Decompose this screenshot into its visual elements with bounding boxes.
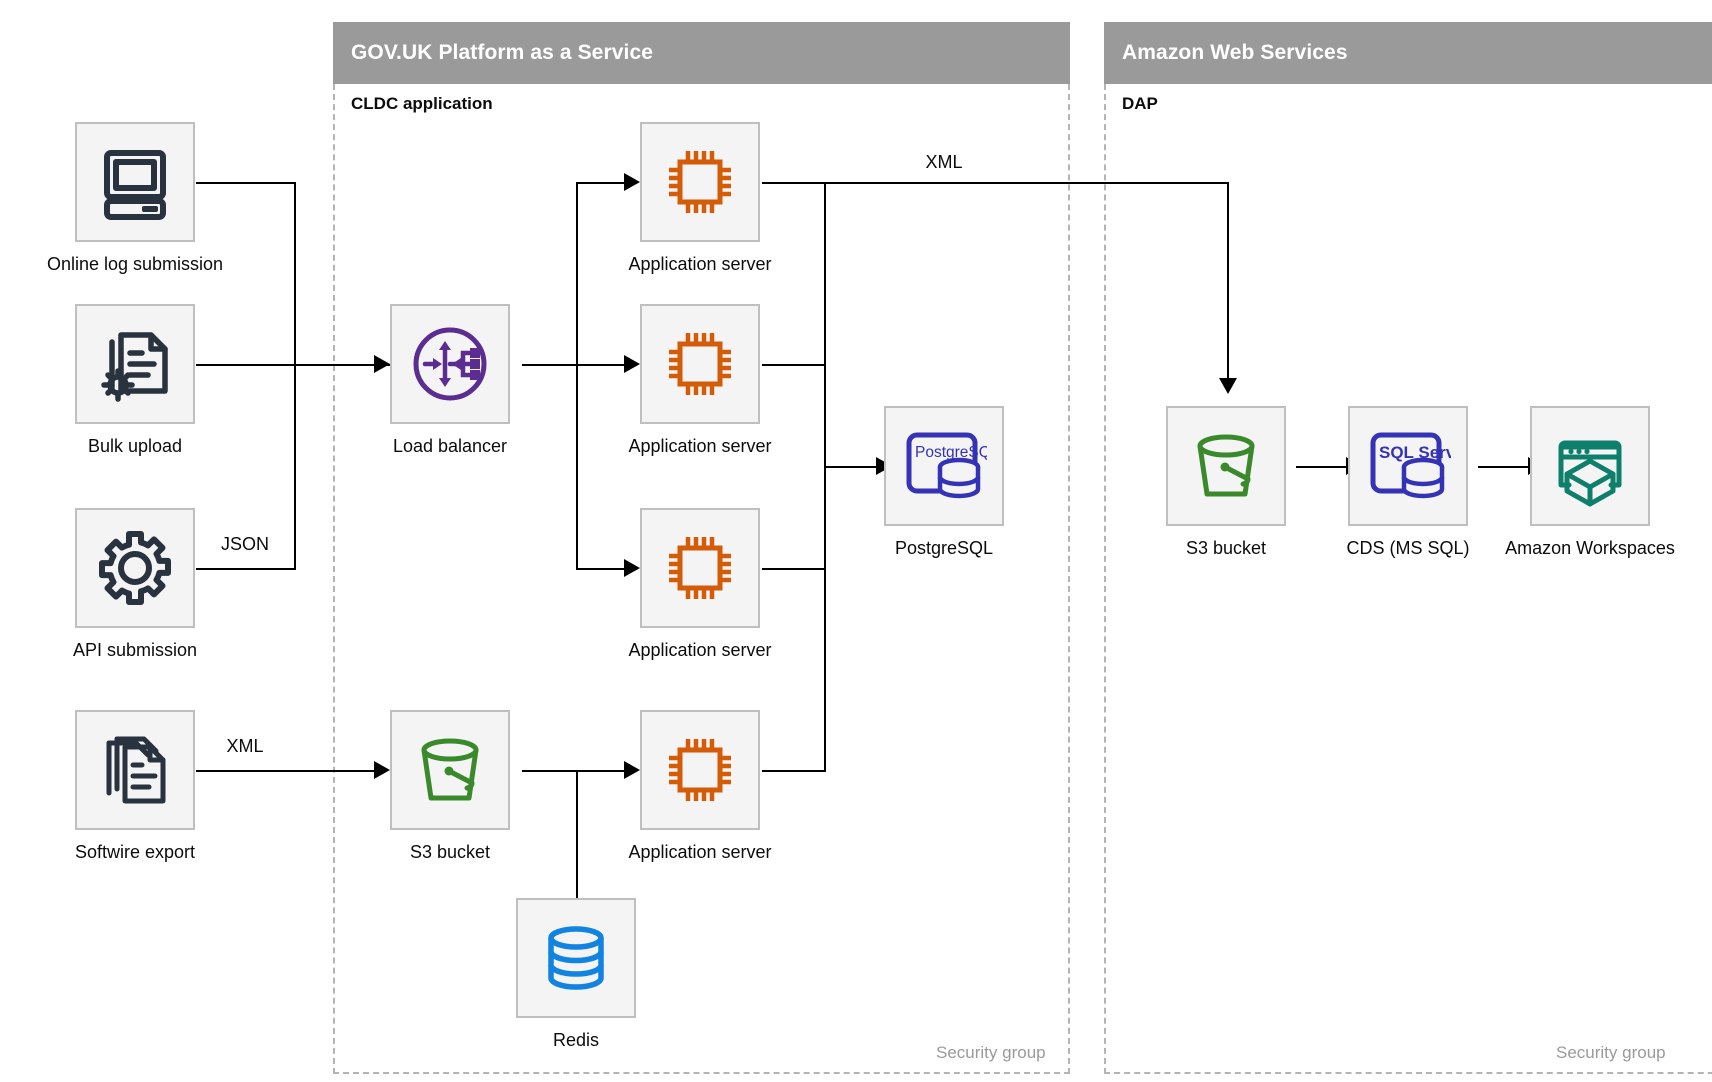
- arrow-into-app-server-2: [624, 355, 640, 373]
- security-group-label-aws: Security group: [1556, 1043, 1666, 1062]
- edge-lb-to-app1: [576, 182, 632, 184]
- group-header-aws: Amazon Web Services: [1104, 22, 1712, 84]
- arrow-into-aws-s3: [1219, 378, 1237, 394]
- edge-app3-out: [762, 568, 826, 570]
- node-label-amazon-workspaces: Amazon Workspaces: [1505, 538, 1675, 558]
- node-label-online-log-submission: Online log submission: [46, 254, 224, 274]
- node-label-postgresql: PostgreSQL: [894, 538, 994, 558]
- desktop-computer-icon: [96, 143, 174, 221]
- edge-db-collector-v: [824, 182, 826, 772]
- node-bulk-upload[interactable]: [75, 304, 195, 424]
- cpu-chip-icon: [661, 325, 739, 403]
- edge-collector-to-postgres: [824, 466, 884, 468]
- node-label-app-server-4: Application server: [628, 842, 772, 862]
- edge-label-softwire-xml: XML: [222, 736, 268, 757]
- security-group-label-paas: Security group: [936, 1043, 1046, 1062]
- edge-lb-bus-v: [576, 182, 578, 570]
- node-app-server-3[interactable]: [640, 508, 760, 628]
- group-title-paas: GOV.UK Platform as a Service: [351, 41, 653, 64]
- node-online-log-submission[interactable]: [75, 122, 195, 242]
- group-sublabel-paas: CLDC application: [351, 94, 493, 113]
- node-label-app-server-3: Application server: [628, 640, 772, 660]
- arrow-into-load-balancer: [374, 355, 390, 373]
- node-redis[interactable]: [516, 898, 636, 1018]
- edge-cds-to-workspaces: [1478, 466, 1536, 468]
- edge-softwire-h: [196, 770, 386, 772]
- redis-database-icon: [538, 920, 614, 996]
- cpu-chip-icon: [661, 143, 739, 221]
- edge-app4-out: [762, 770, 826, 772]
- node-label-redis: Redis: [552, 1030, 600, 1050]
- node-amazon-workspaces[interactable]: [1530, 406, 1650, 526]
- document-gear-icon: [96, 325, 174, 403]
- group-boundary-paas: [333, 84, 1070, 1074]
- arrow-into-app-server-4: [624, 761, 640, 779]
- load-balancer-icon: [407, 321, 493, 407]
- s3-bucket-icon: [1186, 426, 1266, 506]
- node-load-balancer[interactable]: [390, 304, 510, 424]
- node-label-api-submission: API submission: [72, 640, 198, 660]
- edge-redis-v: [576, 770, 578, 900]
- edge-lb-out-h: [522, 364, 578, 366]
- edge-lb-to-app3: [576, 568, 632, 570]
- group-header-paas: GOV.UK Platform as a Service: [333, 22, 1070, 84]
- svg-text:PostgreSQL: PostgreSQL: [915, 444, 987, 461]
- arrow-into-app-server-1: [624, 173, 640, 191]
- node-label-aws-s3-bucket: S3 bucket: [1185, 538, 1267, 558]
- edge-app2-out: [762, 364, 826, 366]
- node-label-bulk-upload: Bulk upload: [87, 436, 183, 456]
- cpu-chip-icon: [661, 529, 739, 607]
- node-aws-s3-bucket[interactable]: [1166, 406, 1286, 526]
- node-app-server-4[interactable]: [640, 710, 760, 830]
- sql-server-icon: SQL Server: [1365, 425, 1451, 507]
- edge-bulk-upload-h: [196, 364, 390, 366]
- gear-icon: [95, 528, 175, 608]
- group-boundary-aws: [1104, 84, 1712, 1074]
- node-paas-s3-bucket[interactable]: [390, 710, 510, 830]
- group-sublabel-aws: DAP: [1122, 94, 1158, 113]
- edge-api-v: [294, 364, 296, 570]
- svg-text:SQL Server: SQL Server: [1379, 443, 1451, 462]
- node-softwire-export[interactable]: [75, 710, 195, 830]
- node-api-submission[interactable]: [75, 508, 195, 628]
- edge-label-xml: XML: [921, 152, 967, 173]
- edge-api-h: [196, 568, 296, 570]
- node-label-load-balancer: Load balancer: [392, 436, 508, 456]
- edge-xml-h: [762, 182, 1229, 184]
- node-app-server-1[interactable]: [640, 122, 760, 242]
- arrow-into-paas-s3: [374, 761, 390, 779]
- node-label-paas-s3-bucket: S3 bucket: [409, 842, 491, 862]
- edge-label-json: JSON: [216, 534, 274, 555]
- node-postgresql[interactable]: PostgreSQL: [884, 406, 1004, 526]
- node-label-app-server-1: Application server: [628, 254, 772, 274]
- documents-stack-icon: [96, 731, 174, 809]
- node-label-app-server-2: Application server: [628, 436, 772, 456]
- node-cds-ms-sql[interactable]: SQL Server: [1348, 406, 1468, 526]
- edge-online-log-h: [196, 182, 296, 184]
- postgresql-icon: PostgreSQL: [901, 425, 987, 507]
- edge-xml-v: [1227, 182, 1229, 382]
- node-app-server-2[interactable]: [640, 304, 760, 424]
- group-title-aws: Amazon Web Services: [1122, 41, 1348, 64]
- edge-aws-s3-to-cds: [1296, 466, 1354, 468]
- edge-lb-to-app2: [576, 364, 632, 366]
- cpu-chip-icon: [661, 731, 739, 809]
- node-label-softwire-export: Softwire export: [74, 842, 196, 862]
- amazon-workspaces-icon: [1549, 425, 1631, 507]
- node-label-cds-ms-sql: CDS (MS SQL): [1346, 538, 1470, 558]
- s3-bucket-icon: [410, 730, 490, 810]
- arrow-into-app-server-3: [624, 559, 640, 577]
- edge-online-log-v: [294, 182, 296, 364]
